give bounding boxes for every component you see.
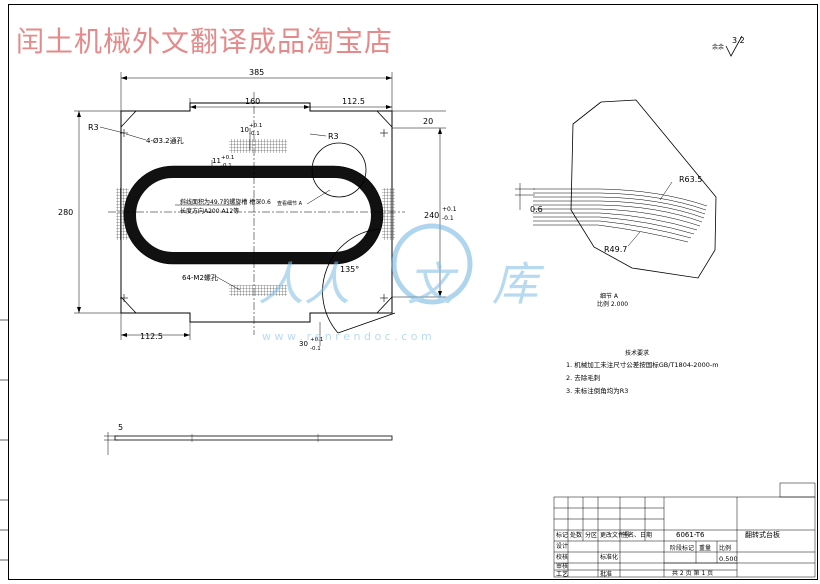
tb-sheets: 共 2 页 第 1 页 bbox=[672, 569, 713, 577]
note-holes: 4-Ø3.2通孔 bbox=[146, 136, 184, 145]
left-margin-strip bbox=[0, 290, 9, 580]
title-block-grid bbox=[553, 482, 816, 578]
detail-r1: R63.5 bbox=[679, 175, 702, 184]
dim-top-margin: 20 bbox=[423, 117, 433, 126]
tb-col-3: 更改文件号 bbox=[600, 531, 630, 539]
detail-circle bbox=[311, 142, 396, 334]
detail-caption: 细节 A bbox=[600, 292, 619, 300]
tech-item-1: 1. 机械加工未注尺寸公差按国标GB/T1804-2000-m bbox=[566, 360, 719, 369]
dim-thickness: 5 bbox=[118, 423, 123, 432]
roughness-label: 余余 bbox=[712, 43, 724, 51]
detail-groove-lines bbox=[515, 181, 708, 247]
title-block-text: 标记 设计 校核 审核 工艺 处数 分区 更改文件号 签名、日期 标准化 批准 … bbox=[556, 530, 780, 578]
tb-row-2: 设计 bbox=[556, 542, 568, 550]
tb-material: 6061-T6 bbox=[676, 531, 705, 539]
dim-11-tol-lower: -0.1 bbox=[221, 163, 232, 169]
tech-title: 技术要求 bbox=[625, 349, 649, 357]
tb-col-1: 处数 bbox=[570, 531, 582, 539]
tb-part-name: 翻转式台板 bbox=[745, 530, 780, 539]
dim-right-offset: 112.5 bbox=[342, 97, 365, 106]
dimension-lines bbox=[74, 72, 446, 346]
radius-left: R3 bbox=[88, 123, 99, 132]
dim-10-tol-lower: -0.1 bbox=[249, 131, 260, 137]
detail-depth: 0.6 bbox=[530, 205, 543, 214]
tb-row-4: 审核 bbox=[556, 562, 568, 570]
leader-lines bbox=[99, 126, 331, 291]
tb-row-1: 标记 bbox=[556, 531, 568, 539]
detail-view-a bbox=[570, 99, 717, 279]
dim-30-tol-lower: -0.1 bbox=[310, 346, 321, 352]
dim-right-height: 240 bbox=[424, 211, 439, 220]
note-groove-a: 斜线面积为49.7的螺旋槽 槽深0.6 bbox=[180, 198, 271, 206]
tb-stage-mark: 阶段标记 bbox=[670, 544, 694, 552]
dimension-arrows bbox=[77, 76, 442, 337]
dim-overall-width: 385 bbox=[249, 68, 264, 77]
radius-right: R3 bbox=[328, 132, 339, 141]
watermark-cn1: 人人 bbox=[258, 257, 350, 311]
roughness-symbol: 余余 3.2 bbox=[712, 35, 745, 57]
note-view-label: 查看细节 A bbox=[277, 200, 303, 207]
dim-bottom-offset: 112.5 bbox=[140, 332, 163, 341]
watermark-url: w w w . r e n r e n d o c . c o m bbox=[262, 330, 432, 343]
racetrack-groove bbox=[123, 165, 384, 265]
corner-holes bbox=[120, 129, 388, 302]
tb-weight: 重量 bbox=[699, 544, 711, 552]
tb-col-4: 签名、日期 bbox=[622, 531, 652, 539]
dim-10: 10 bbox=[240, 126, 249, 134]
tb-col-2: 分区 bbox=[585, 531, 597, 539]
dim-angle: 135° bbox=[340, 265, 359, 274]
tb-row-3: 校核 bbox=[556, 553, 568, 561]
tb-scale-value: 0.500 bbox=[719, 555, 738, 563]
dim-11: 11 bbox=[212, 157, 221, 165]
watermark-cn2: 文 bbox=[407, 257, 459, 311]
side-view bbox=[104, 432, 393, 455]
shop-name: 闰土机械外文翻译成品淘宝店 bbox=[16, 25, 394, 58]
watermark: 人人 文 库 w w w . r e n r e n d o c . c o m bbox=[258, 223, 545, 343]
roughness-value: 3.2 bbox=[732, 36, 745, 45]
dim-inner-width: 160 bbox=[245, 97, 260, 106]
detail-scale: 比例 2.000 bbox=[597, 300, 628, 308]
dim-11-tol-upper: +0.1 bbox=[221, 155, 234, 161]
left-strip-marks bbox=[0, 319, 8, 561]
note-groove-b: 长度方向A200 A12等 bbox=[180, 207, 239, 215]
dim-10-tol-upper: +0.1 bbox=[249, 123, 262, 129]
dim-height: 280 bbox=[58, 208, 73, 217]
dim-right-height-tol-lower: -0.1 bbox=[442, 215, 454, 222]
centerlines bbox=[108, 92, 405, 335]
watermark-cn3: 库 bbox=[492, 257, 545, 311]
tech-item-3: 3. 未标注倒角均为R3 bbox=[566, 386, 628, 395]
dim-30: 30 bbox=[299, 340, 308, 348]
tb-row-5: 工艺 bbox=[556, 570, 568, 578]
tb-scale-label: 比例 bbox=[719, 544, 731, 552]
tb-approve: 批准 bbox=[600, 570, 612, 578]
dim-30-tol-upper: +0.1 bbox=[310, 337, 323, 343]
dim-right-height-tol-upper: +0.1 bbox=[442, 206, 457, 213]
tech-requirements: 技术要求 1. 机械加工未注尺寸公差按国标GB/T1804-2000-m 2. … bbox=[566, 349, 719, 395]
tech-item-2: 2. 去除毛刺 bbox=[566, 373, 600, 382]
note-threaded: 64-M2螺孔 bbox=[182, 273, 218, 282]
detail-r2: R49.7 bbox=[604, 245, 627, 254]
tb-standard: 标准化 bbox=[600, 553, 618, 561]
